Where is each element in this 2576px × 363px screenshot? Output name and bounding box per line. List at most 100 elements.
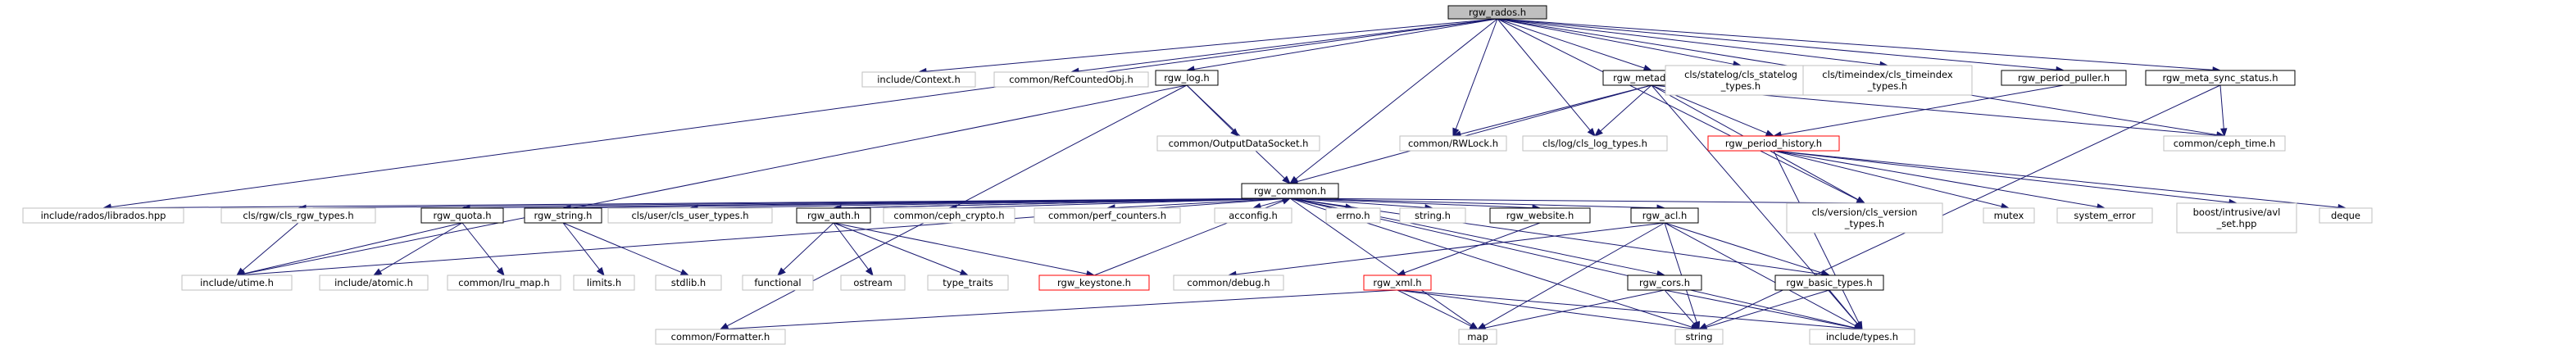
- node-rgw-log[interactable]: rgw_log.h: [1155, 70, 1219, 86]
- node-label: rgw_meta_sync_status.h: [2162, 72, 2278, 84]
- node-box: [2145, 70, 2296, 86]
- node-label: common/perf_counters.h: [1048, 210, 1166, 221]
- node-label: mutex: [1994, 210, 2024, 221]
- node-meta-sync[interactable]: rgw_meta_sync_status.h: [2145, 70, 2296, 86]
- edge-rgw_rados-to-context: [917, 18, 1498, 75]
- arrowhead: [1396, 269, 1406, 276]
- node-map: map: [1458, 329, 1497, 345]
- node-box: [524, 207, 602, 224]
- node-label: common/OutputDataSocket.h: [1169, 138, 1309, 149]
- node-box: [796, 207, 871, 224]
- node-label: rgw_xml.h: [1373, 277, 1421, 288]
- node-box: [1983, 207, 2035, 224]
- node-rgw-string[interactable]: rgw_string.h: [524, 207, 602, 224]
- node-box: [1155, 70, 1219, 86]
- node-rgw-common[interactable]: rgw_common.h: [1241, 183, 1339, 199]
- node-label: include/types.h: [1826, 331, 1898, 343]
- node-label: cls/statelog/cls_statelog: [1684, 69, 1797, 80]
- edge-rgw_cors-to-string: [1664, 289, 1700, 331]
- edge-rgw_xml-to-string: [1397, 289, 1701, 332]
- node-ceph-time: common/ceph_time.h: [2163, 135, 2286, 152]
- node-box: [1034, 207, 1181, 224]
- node-rwlock: common/RWLock.h: [1399, 135, 1507, 152]
- node-utime: include/utime.h: [181, 275, 293, 291]
- edge-rgw_metadata-to-cls_log_types: [1593, 84, 1652, 137]
- node-box: [1774, 275, 1884, 291]
- node-label: ostream: [853, 277, 892, 288]
- node-label: cls/user/cls_user_types.h: [631, 210, 748, 221]
- edge-rgw_quota-to-atomic: [372, 222, 463, 276]
- node-box: [861, 71, 976, 88]
- node-label: rgw_rados.h: [1469, 7, 1526, 18]
- node-box: [1786, 202, 1943, 234]
- edge-rgw_rados-to-cls_log_types: [1497, 18, 1596, 138]
- arrowhead: [776, 267, 786, 276]
- arrowhead: [496, 266, 505, 277]
- node-rgw-xml[interactable]: rgw_xml.h: [1363, 275, 1432, 291]
- node-rgw-auth[interactable]: rgw_auth.h: [796, 207, 871, 224]
- node-box: [1458, 329, 1497, 345]
- node-librados: include/rados/librados.hpp: [22, 207, 184, 224]
- node-box: [742, 275, 814, 291]
- node-period-puller[interactable]: rgw_period_puller.h: [2001, 70, 2127, 86]
- node-box: [1627, 275, 1702, 291]
- node-label: _types.h: [1867, 80, 1907, 92]
- arrowhead: [1691, 321, 1700, 331]
- node-label: system_error: [2074, 210, 2135, 221]
- arrowhead: [1765, 129, 1775, 137]
- node-statelog: cls/statelog/cls_statelog_types.h: [1665, 65, 1817, 96]
- arrowhead: [1281, 197, 1292, 205]
- node-basic-types[interactable]: rgw_basic_types.h: [1774, 275, 1884, 291]
- node-cls-version: cls/version/cls_version_types.h: [1786, 202, 1943, 234]
- node-types: include/types.h: [1809, 329, 1915, 345]
- node-label: rgw_common.h: [1254, 185, 1326, 197]
- node-label: cls/log/cls_log_types.h: [1542, 138, 1647, 149]
- edge-rgw_rados-to-rwlock: [1452, 18, 1498, 138]
- node-box: [1214, 207, 1293, 224]
- node-box: [840, 275, 906, 291]
- node-errno: errno.h: [1325, 207, 1381, 224]
- node-label: boost/intrusive/avl: [2193, 206, 2281, 218]
- node-rgw-quota[interactable]: rgw_quota.h: [420, 207, 504, 224]
- node-rgw-keystone[interactable]: rgw_keystone.h: [1038, 275, 1150, 291]
- node-rgw-acl[interactable]: rgw_acl.h: [1630, 207, 1699, 224]
- node-label: map: [1467, 331, 1488, 343]
- node-box: [181, 275, 293, 291]
- node-label: limits.h: [587, 277, 621, 288]
- node-stdlib: stdlib.h: [655, 275, 722, 291]
- node-box: [1241, 183, 1339, 199]
- node-box: [22, 207, 184, 224]
- node-rgw-website[interactable]: rgw_website.h: [1489, 207, 1591, 224]
- node-rgw-cors[interactable]: rgw_cors.h: [1627, 275, 1702, 291]
- arrowhead: [1452, 127, 1460, 138]
- edge-cls_rgw_types-to-utime: [235, 222, 299, 276]
- node-box: [1325, 207, 1381, 224]
- node-box: [319, 275, 429, 291]
- arrowhead: [235, 267, 245, 276]
- node-box: [1674, 329, 1724, 345]
- edge-period_history-to-avl_set: [1773, 150, 2238, 206]
- node-label: functional: [754, 277, 801, 288]
- node-box: [2176, 202, 2297, 234]
- node-box: [1630, 207, 1699, 224]
- node-box: [1809, 329, 1915, 345]
- arrowhead: [596, 266, 605, 277]
- node-rgw-rados[interactable]: rgw_rados.h: [1447, 5, 1547, 20]
- edge-rgw_string-to-stdlib: [562, 222, 690, 276]
- node-outputdata: common/OutputDataSocket.h: [1156, 135, 1320, 152]
- node-label: rgw_acl.h: [1642, 210, 1688, 221]
- node-formatter: common/Formatter.h: [655, 329, 786, 345]
- edge-rgw_log-to-utime: [235, 84, 1188, 278]
- node-label: include/atomic.h: [334, 277, 413, 288]
- arrowhead: [2220, 128, 2228, 138]
- node-system-error: system_error: [2056, 207, 2153, 224]
- node-label: common/lru_map.h: [458, 277, 549, 288]
- edge-rgw_website-to-rgw_xml: [1396, 222, 1541, 276]
- node-period-history[interactable]: rgw_period_history.h: [1707, 135, 1840, 152]
- edge-rgw_rados-to-meta_sync: [1497, 18, 2222, 74]
- node-limits: limits.h: [573, 275, 635, 291]
- node-box: [1522, 135, 1668, 152]
- edge-meta_sync-to-string: [1697, 84, 2221, 330]
- node-label: rgw_auth.h: [807, 210, 860, 221]
- node-cls-rgw-types: cls/rgw/cls_rgw_types.h: [220, 207, 376, 224]
